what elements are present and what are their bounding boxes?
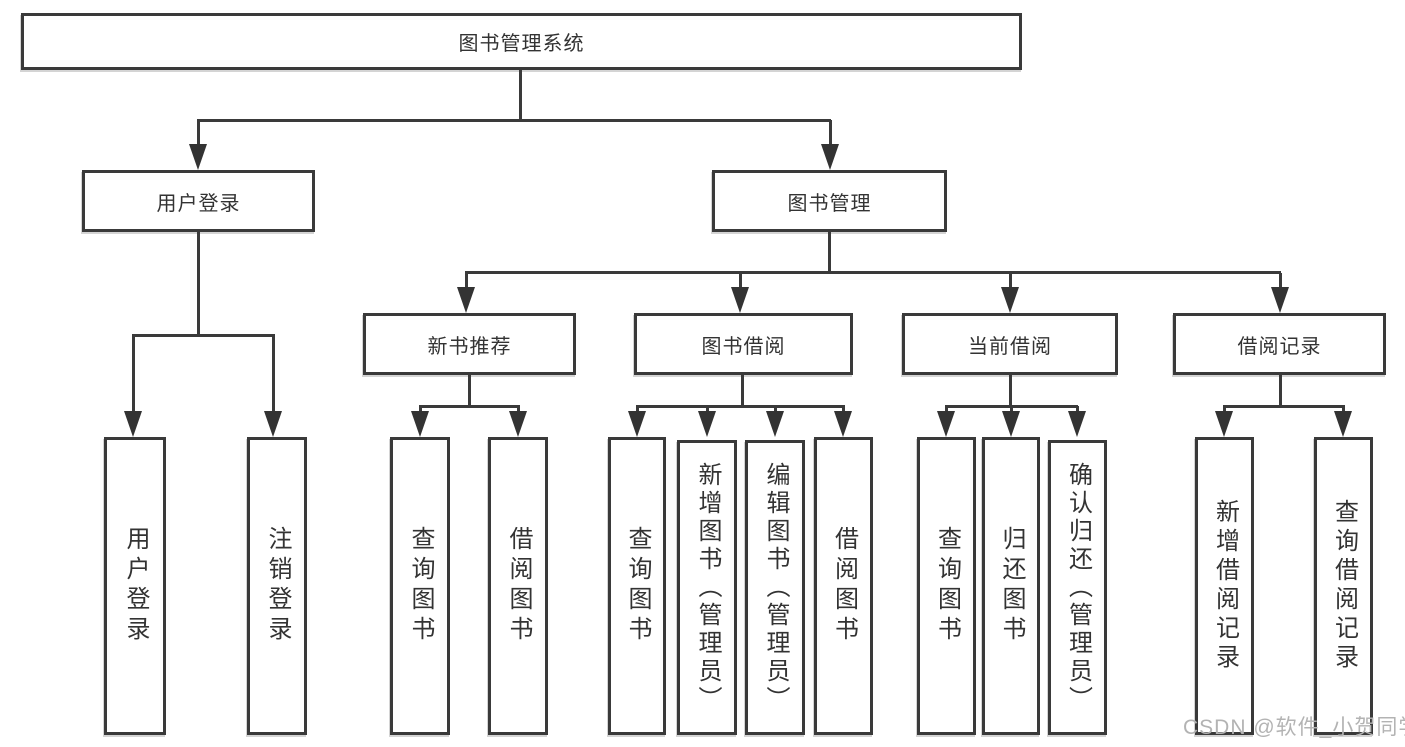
connector-user-login-drop-1 <box>132 336 135 414</box>
arrow-down-icon <box>189 144 207 170</box>
connector-root-bar <box>197 119 831 122</box>
leaf-logout: 注销登录 <box>247 437 307 735</box>
leaf-query-borrow-record: 查询借阅记录 <box>1314 437 1373 735</box>
leaf-query-books-current: 查询图书 <box>917 437 976 735</box>
leaf-add-books-admin-label: 新增图书（管理员） <box>694 461 721 714</box>
connector-user-login-drop-2 <box>272 336 275 414</box>
arrow-down-icon <box>457 287 475 313</box>
arrow-down-icon <box>1002 411 1020 437</box>
leaf-query-books-borrow: 查询图书 <box>608 437 666 735</box>
node-root-label: 图书管理系统 <box>458 33 585 55</box>
arrow-down-icon <box>937 411 955 437</box>
node-root: 图书管理系统 <box>21 13 1022 70</box>
node-book-borrow: 图书借阅 <box>634 313 853 375</box>
connector-borrow-stem <box>741 375 744 407</box>
leaf-edit-books-admin-label: 编辑图书（管理员） <box>762 461 789 714</box>
connector-book-mgmt-drop-3 <box>1009 273 1012 291</box>
arrow-down-icon <box>821 144 839 170</box>
node-book-borrow-label: 图书借阅 <box>701 335 786 358</box>
leaf-borrow-books-recommend-label: 借阅图书 <box>505 526 532 646</box>
node-book-management-label: 图书管理 <box>787 192 872 215</box>
arrow-down-icon <box>766 411 784 437</box>
leaf-query-books-borrow-label: 查询图书 <box>624 526 651 646</box>
connector-borrow-drop-2 <box>706 406 709 414</box>
arrow-down-icon <box>1001 287 1019 313</box>
leaf-logout-label: 注销登录 <box>264 526 291 646</box>
connector-current-drop-2 <box>1010 406 1013 414</box>
connector-records-stem <box>1279 375 1282 407</box>
leaf-edit-books-admin: 编辑图书（管理员） <box>745 440 805 735</box>
arrow-down-icon <box>1271 287 1289 313</box>
node-current-borrow-label: 当前借阅 <box>968 335 1052 358</box>
connector-borrow-drop-1 <box>636 406 639 414</box>
leaf-confirm-return-admin: 确认归还（管理员） <box>1048 440 1107 735</box>
leaf-return-books-label: 归还图书 <box>998 526 1025 646</box>
leaf-query-borrow-record-label: 查询借阅记录 <box>1330 499 1358 673</box>
arrow-down-icon <box>124 411 142 437</box>
arrow-down-icon <box>628 411 646 437</box>
connector-book-mgmt-bar <box>465 271 1281 274</box>
connector-records-drop-1 <box>1223 406 1226 414</box>
connector-current-drop-1 <box>945 406 948 414</box>
arrow-down-icon <box>698 411 716 437</box>
connector-root-left-drop <box>197 120 200 148</box>
node-new-book-recommend-label: 新书推荐 <box>427 335 512 358</box>
leaf-borrow-books-recommend: 借阅图书 <box>488 437 548 735</box>
connector-recommend-stem <box>468 375 471 407</box>
leaf-add-borrow-record: 新增借阅记录 <box>1195 437 1254 735</box>
arrow-down-icon <box>1068 411 1086 437</box>
connector-root-right-drop <box>829 120 832 148</box>
node-borrow-records: 借阅记录 <box>1173 313 1386 375</box>
connector-current-stem <box>1009 375 1012 407</box>
leaf-borrow-books-borrow: 借阅图书 <box>814 437 873 735</box>
arrow-down-icon <box>834 411 852 437</box>
arrow-down-icon <box>411 411 429 437</box>
arrow-down-icon <box>1215 411 1233 437</box>
csdn-watermark: CSDN @软件_小贺同学 <box>1183 716 1405 739</box>
connector-book-mgmt-drop-2 <box>739 273 742 291</box>
leaf-query-books-recommend-label: 查询图书 <box>407 526 434 646</box>
connector-book-mgmt-drop-4 <box>1279 273 1282 291</box>
node-user-login-label: 用户登录 <box>156 192 241 215</box>
node-borrow-records-label: 借阅记录 <box>1237 335 1322 358</box>
arrow-down-icon <box>1334 411 1352 437</box>
connector-records-drop-2 <box>1342 406 1345 414</box>
leaf-user-login: 用户登录 <box>104 437 166 735</box>
connector-recommend-bar <box>419 405 520 408</box>
connector-user-login-stem <box>197 232 200 336</box>
connector-borrow-bar <box>636 405 845 408</box>
connector-user-login-bar <box>132 334 275 337</box>
arrow-down-icon <box>264 411 282 437</box>
connector-recommend-drop-1 <box>419 406 422 414</box>
connector-borrow-drop-3 <box>774 406 777 414</box>
connector-book-mgmt-drop-1 <box>465 273 468 291</box>
node-new-book-recommend: 新书推荐 <box>363 313 576 375</box>
leaf-query-books-current-label: 查询图书 <box>933 526 961 646</box>
leaf-add-books-admin: 新增图书（管理员） <box>677 440 737 735</box>
leaf-borrow-books-borrow-label: 借阅图书 <box>830 526 858 646</box>
connector-current-drop-3 <box>1076 406 1079 414</box>
arrow-down-icon <box>731 287 749 313</box>
connector-records-bar <box>1223 405 1345 408</box>
leaf-user-login-label: 用户登录 <box>122 526 149 646</box>
connector-book-mgmt-stem <box>828 232 831 273</box>
leaf-query-books-recommend: 查询图书 <box>390 437 450 735</box>
connector-borrow-drop-4 <box>842 406 845 414</box>
connector-recommend-drop-2 <box>517 406 520 414</box>
node-current-borrow: 当前借阅 <box>902 313 1118 375</box>
leaf-confirm-return-admin-label: 确认归还（管理员） <box>1064 461 1092 714</box>
arrow-down-icon <box>509 411 527 437</box>
connector-root-stem <box>519 69 522 120</box>
leaf-return-books: 归还图书 <box>982 437 1040 735</box>
node-user-login: 用户登录 <box>82 170 315 232</box>
node-book-management: 图书管理 <box>712 170 947 232</box>
leaf-add-borrow-record-label: 新增借阅记录 <box>1211 499 1239 673</box>
